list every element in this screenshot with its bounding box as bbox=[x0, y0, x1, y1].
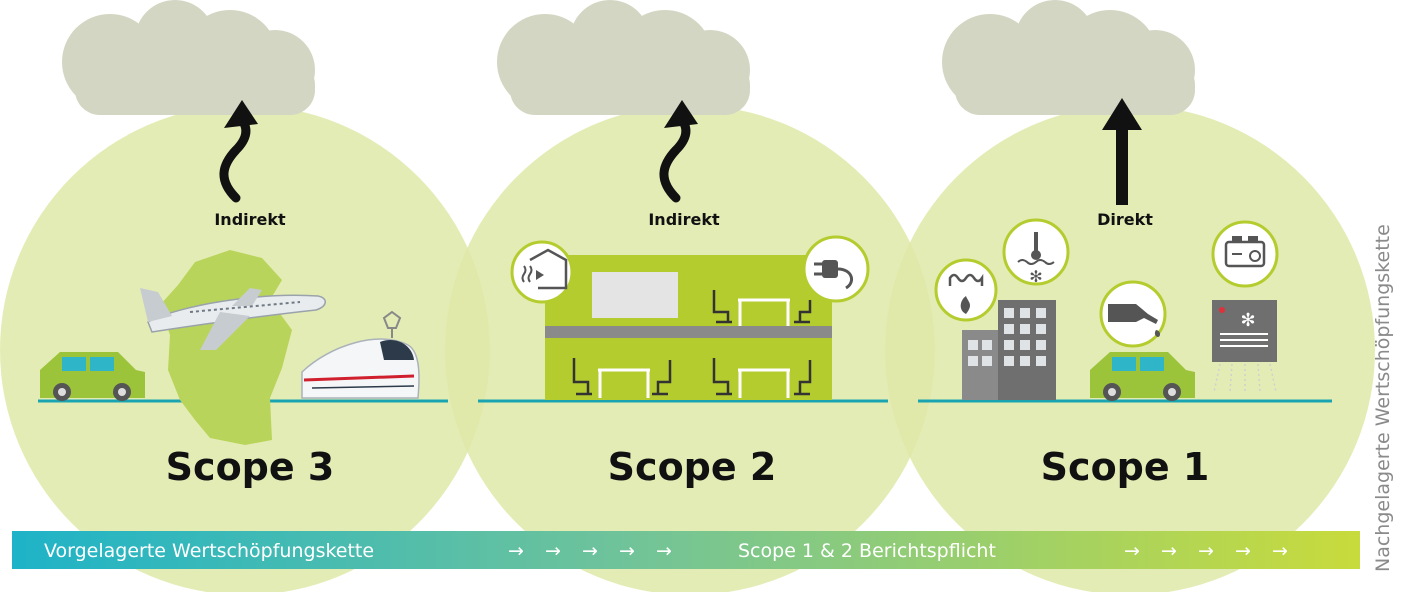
generator-icon bbox=[1211, 220, 1279, 288]
svg-text:✻: ✻ bbox=[1240, 310, 1255, 331]
scope1-label: Scope 1 bbox=[1041, 445, 1210, 489]
band-arrow-icon: → bbox=[1235, 540, 1251, 562]
cloud-icon bbox=[62, 0, 315, 115]
value-chain-band bbox=[12, 531, 1360, 569]
emission-label-scope2: Indirekt bbox=[648, 210, 720, 229]
car-icon bbox=[1090, 352, 1195, 401]
band-arrow-icon: → bbox=[582, 540, 598, 562]
cooling-thermometer-icon: ✻ bbox=[1002, 218, 1070, 286]
cloud-icon bbox=[497, 0, 750, 115]
heat-flame-icon bbox=[934, 258, 998, 322]
curved-arrow-icon bbox=[659, 100, 698, 203]
emission-label-scope1: Direkt bbox=[1097, 210, 1153, 229]
emission-label-scope3: Indirekt bbox=[214, 210, 286, 229]
arrow-sequence-right: → → → → → bbox=[1124, 540, 1288, 562]
cooling-unit-icon: ✻ bbox=[1212, 300, 1277, 393]
band-arrow-icon: → bbox=[1198, 540, 1214, 562]
band-arrow-icon: → bbox=[1272, 540, 1288, 562]
arrow-sequence-left: → → → → → bbox=[508, 540, 672, 562]
band-arrow-icon: → bbox=[545, 540, 561, 562]
band-arrow-icon: → bbox=[508, 540, 524, 562]
band-arrow-icon: → bbox=[656, 540, 672, 562]
band-arrow-icon: → bbox=[1161, 540, 1177, 562]
svg-text:✻: ✻ bbox=[1029, 267, 1042, 286]
reporting-obligation-label: Scope 1 & 2 Berichtspflicht bbox=[738, 540, 996, 562]
band-arrow-icon: → bbox=[1124, 540, 1140, 562]
airplane-icon bbox=[140, 288, 326, 350]
cloud-icon bbox=[942, 0, 1195, 115]
scope3-label: Scope 3 bbox=[166, 445, 335, 489]
fuel-nozzle-icon bbox=[1099, 280, 1167, 348]
train-icon bbox=[301, 310, 420, 399]
upstream-chain-label: Vorgelagerte Wertschöpfungskette bbox=[44, 540, 374, 562]
industrial-building-icon bbox=[962, 300, 1056, 400]
car-icon bbox=[40, 352, 145, 401]
heating-icon bbox=[510, 240, 574, 304]
scope1-circle bbox=[885, 105, 1375, 592]
band-arrow-icon: → bbox=[619, 540, 635, 562]
scope2-label: Scope 2 bbox=[608, 445, 777, 489]
straight-arrow-icon bbox=[1102, 98, 1142, 205]
office-building-icon bbox=[545, 255, 832, 400]
plug-icon bbox=[802, 235, 870, 303]
downstream-chain-label: Nachgelagerte Wertschöpfungskette bbox=[1372, 224, 1394, 572]
curved-arrow-icon bbox=[219, 100, 258, 203]
